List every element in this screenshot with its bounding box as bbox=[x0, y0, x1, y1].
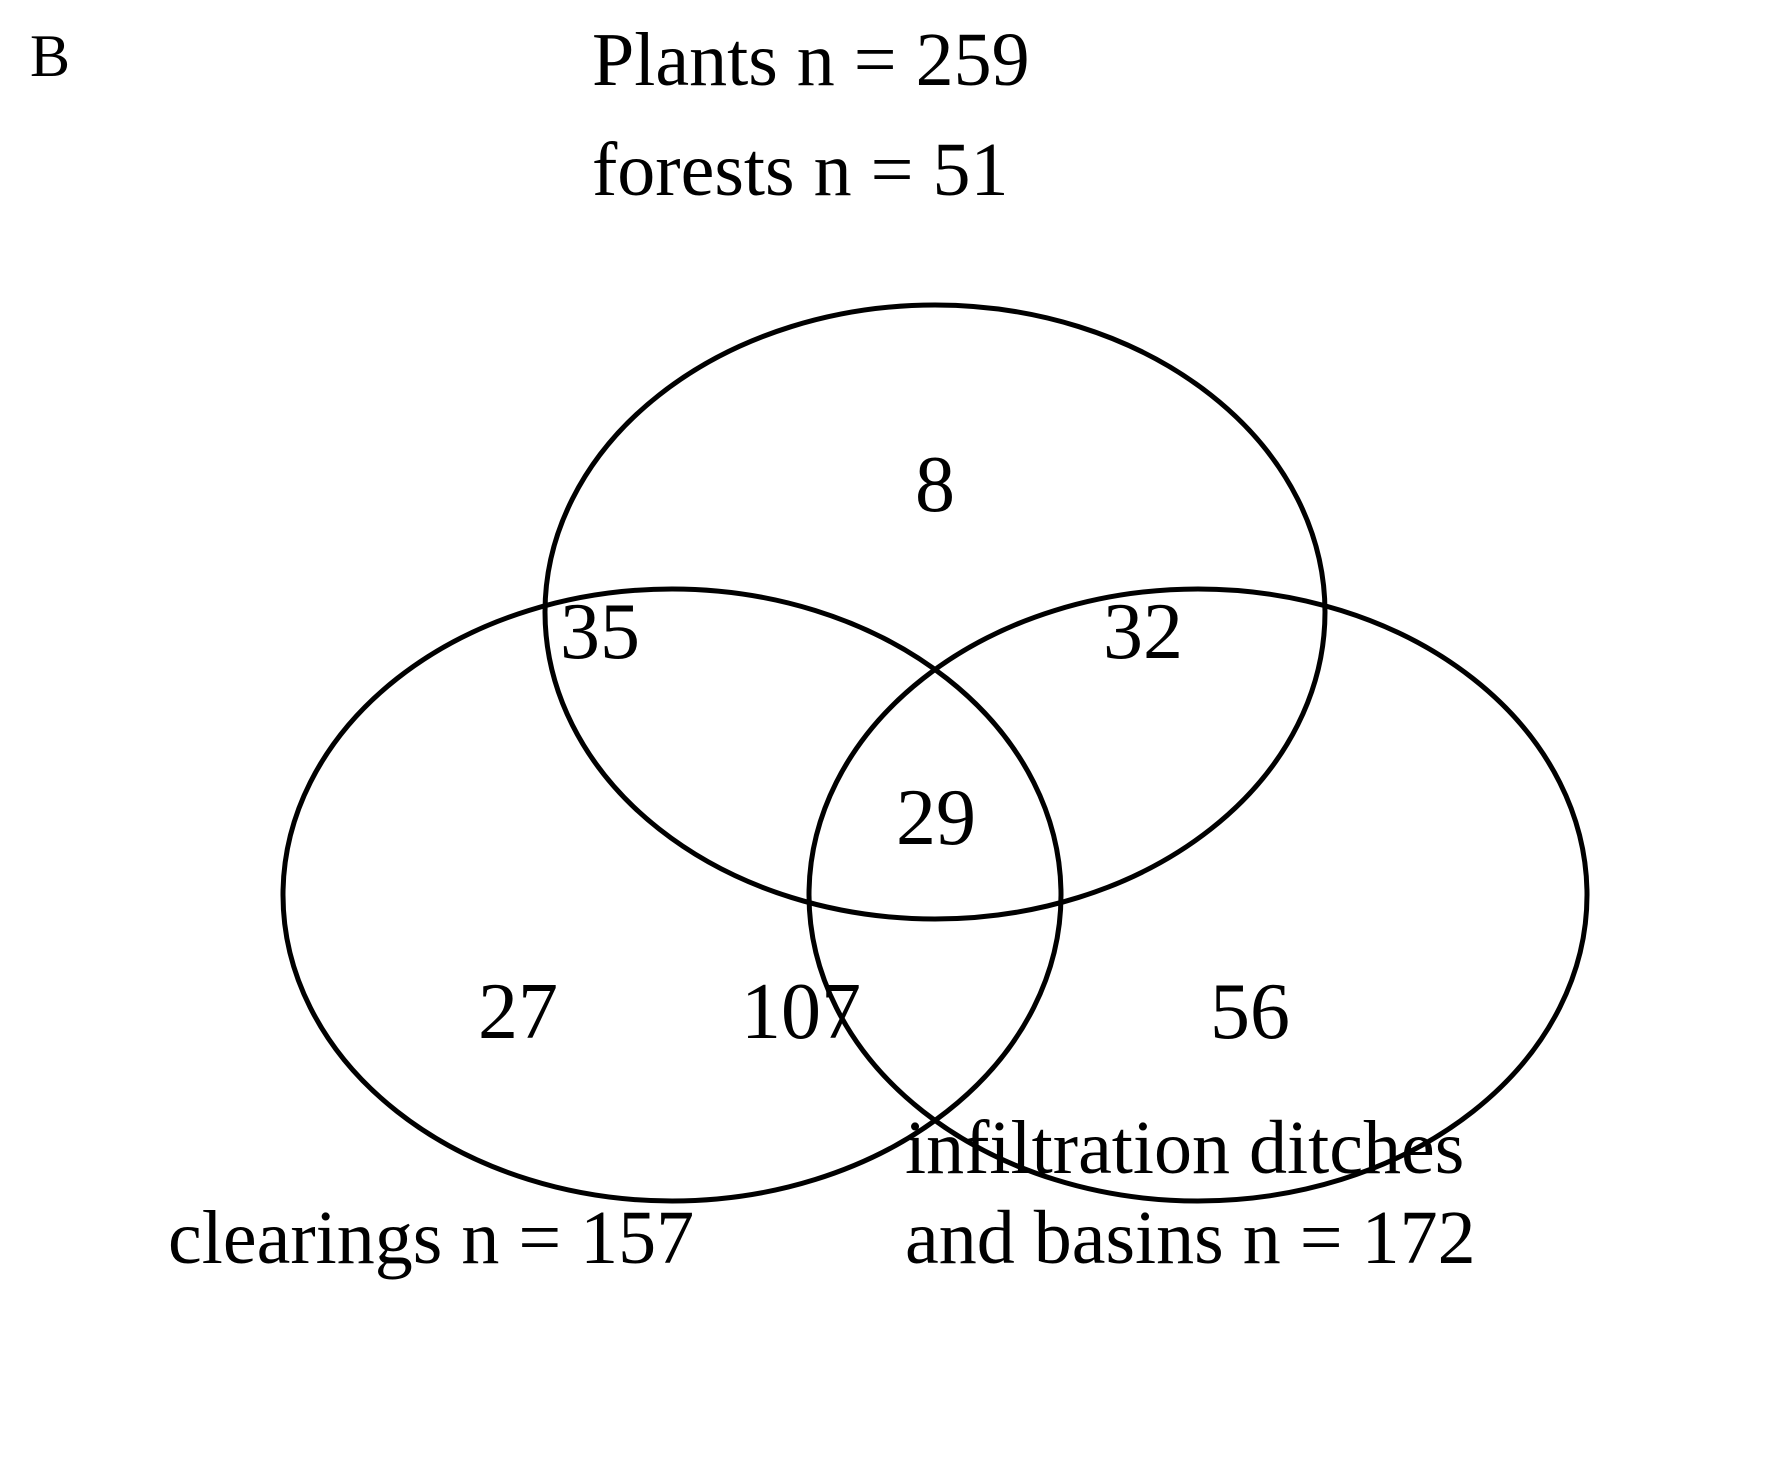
figure-title-line-1: Plants n = 259 bbox=[592, 18, 1030, 102]
set-label-ditches-line-1: infiltration ditches bbox=[905, 1106, 1465, 1190]
set-label-clearings: clearings n = 157 bbox=[168, 1196, 695, 1280]
region-count-forests-clearings: 35 bbox=[560, 588, 640, 676]
region-count-forests-only: 8 bbox=[915, 441, 955, 529]
region-count-ditches-only: 56 bbox=[1210, 968, 1290, 1056]
region-count-clearings-ditches: 107 bbox=[741, 968, 861, 1056]
figure-title-line-2: forests n = 51 bbox=[592, 128, 1009, 212]
set-label-ditches-line-2: and basins n = 172 bbox=[905, 1196, 1476, 1280]
region-count-forests-ditches: 32 bbox=[1103, 588, 1183, 676]
region-count-all-three: 29 bbox=[896, 774, 976, 862]
panel-letter: B bbox=[30, 23, 71, 89]
region-count-clearings-only: 27 bbox=[478, 968, 558, 1056]
